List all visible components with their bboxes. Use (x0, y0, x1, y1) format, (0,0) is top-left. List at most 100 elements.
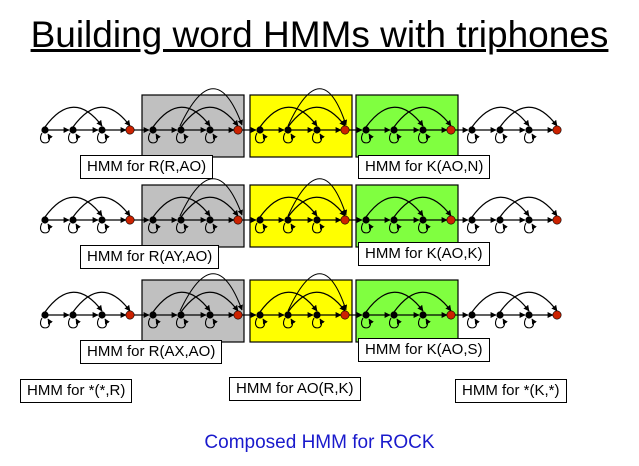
self-loop (147, 132, 161, 144)
hmm-state (496, 311, 504, 319)
row2-left-label: HMM for R(AY,AO) (80, 245, 220, 269)
skip-arc (152, 291, 211, 313)
self-loop (204, 132, 218, 144)
self-loop (96, 317, 110, 329)
row3-ao-box (249, 279, 353, 343)
self-loop (360, 317, 374, 329)
self-loop (494, 317, 508, 329)
hmm-state (98, 311, 106, 319)
self-loop (204, 317, 218, 329)
hmm-state (149, 126, 157, 134)
final-state (552, 310, 562, 320)
skip-arc (44, 196, 103, 218)
skip-arc (471, 196, 530, 218)
self-loop (360, 222, 374, 234)
hmm-state (98, 126, 106, 134)
skip-arc (471, 106, 530, 128)
hmm-state (284, 311, 292, 319)
skip-arc (499, 106, 558, 128)
bottom-right-label: HMM for *(K,*) (455, 379, 567, 403)
skip-arc (393, 291, 452, 313)
self-loop (175, 222, 189, 234)
self-loop (147, 222, 161, 234)
final-state (233, 215, 243, 225)
final-state (340, 215, 350, 225)
bottom-left-label: HMM for *(*,R) (20, 379, 133, 403)
self-loop (523, 317, 537, 329)
hmm-state (419, 126, 427, 134)
skip-arc (152, 106, 211, 128)
self-loop (282, 317, 296, 329)
final-state (446, 215, 456, 225)
self-loop (96, 222, 110, 234)
hmm-state (177, 311, 185, 319)
hmm-state (284, 126, 292, 134)
final-state (340, 125, 350, 135)
slide-title: Building word HMMs with triphones (30, 14, 609, 55)
skip-arc (287, 106, 346, 128)
row3-right-label: HMM for K(AO,S) (358, 338, 490, 362)
hmm-state (256, 311, 264, 319)
final-state (340, 310, 350, 320)
hmm-state (419, 216, 427, 224)
self-loop (282, 132, 296, 144)
self-loop (254, 132, 268, 144)
final-state (552, 125, 562, 135)
self-loop (67, 317, 81, 329)
self-loop (360, 132, 374, 144)
self-loop (254, 222, 268, 234)
hmm-state (362, 216, 370, 224)
final-state (125, 215, 135, 225)
final-state (233, 125, 243, 135)
hmm-state (177, 216, 185, 224)
row1-left-label: HMM for R(R,AO) (80, 155, 214, 179)
self-loop (39, 317, 53, 329)
final-state (446, 310, 456, 320)
skip-arc (180, 106, 239, 128)
hmm-state (177, 126, 185, 134)
skip-arc (44, 106, 103, 128)
caption: Composed HMM for ROCK (204, 432, 435, 453)
self-loop (417, 132, 431, 144)
hmm-state (419, 311, 427, 319)
self-loop (175, 317, 189, 329)
hmm-state (206, 126, 214, 134)
row3-k-box (355, 279, 459, 343)
skip-arc (179, 273, 243, 312)
row1-k-box (355, 94, 459, 158)
hmm-state (525, 126, 533, 134)
row3-left-label: HMM for R(AX,AO) (80, 340, 223, 364)
skip-arc (471, 291, 530, 313)
hmm-state (69, 126, 77, 134)
hmm-state (468, 311, 476, 319)
hmm-state (41, 311, 49, 319)
skip-arc (393, 106, 452, 128)
self-loop (388, 132, 402, 144)
self-loop (388, 317, 402, 329)
hmm-state (362, 126, 370, 134)
self-loop (466, 317, 480, 329)
self-loop (67, 222, 81, 234)
hmm-state (284, 216, 292, 224)
hmm-state (362, 311, 370, 319)
row2-right-label: HMM for K(AO,K) (358, 242, 490, 266)
self-loop (417, 222, 431, 234)
skip-arc (287, 291, 346, 313)
self-loop (523, 132, 537, 144)
hmm-state (149, 216, 157, 224)
hmm-state (390, 126, 398, 134)
self-loop (311, 222, 325, 234)
hmm-state (525, 216, 533, 224)
self-loop (175, 132, 189, 144)
self-loop (466, 222, 480, 234)
self-loop (39, 132, 53, 144)
hmm-state (390, 216, 398, 224)
self-loop (147, 317, 161, 329)
hmm-state (313, 311, 321, 319)
skip-arc (287, 273, 348, 312)
hmm-state (149, 311, 157, 319)
self-loop (204, 222, 218, 234)
self-loop (494, 222, 508, 234)
row2-k-box (355, 184, 459, 248)
skip-arc (259, 196, 318, 218)
